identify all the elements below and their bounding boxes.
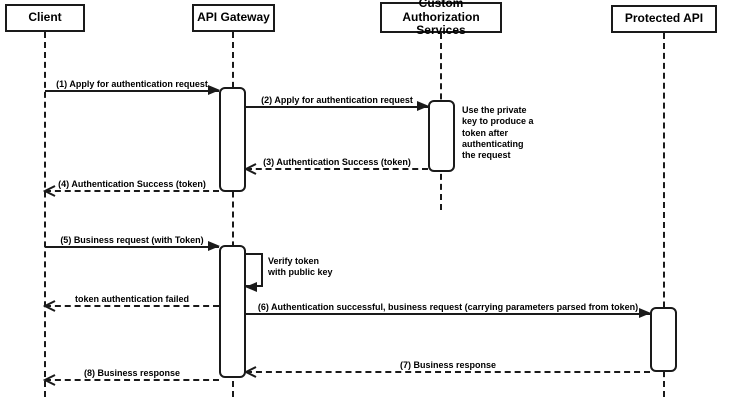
- message-4-authentication-success: (4) Authentication Success (token): [42, 179, 219, 197]
- participant-api-gateway-label: API Gateway: [197, 10, 270, 25]
- message-2-label: (2) Apply for authentication request: [261, 95, 413, 105]
- message-1-apply-authentication: (1) Apply for authentication request: [45, 79, 220, 95]
- arrowhead-left-icon: [243, 365, 258, 379]
- arrowhead-right-icon: [639, 308, 651, 318]
- participant-protected-api: Protected API: [611, 5, 717, 33]
- participant-api-gateway: API Gateway: [192, 4, 275, 32]
- activation-api-gateway-2: [219, 245, 246, 378]
- participant-custom-authorization-services-label: Custom Authorization Services: [402, 0, 480, 38]
- arrowhead-left-icon: [42, 373, 57, 387]
- activation-custom-authorization: [428, 100, 455, 172]
- self-message-verify-token-label: Verify token with public key: [268, 256, 333, 278]
- message-6-label: (6) Authentication successful, business …: [257, 302, 639, 312]
- message-3-label: (3) Authentication Success (token): [263, 157, 411, 167]
- participant-custom-authorization-services: Custom Authorization Services: [380, 0, 502, 37]
- arrowhead-right-icon: [208, 241, 220, 251]
- message-7-business-response: (7) Business response: [243, 360, 650, 378]
- arrowhead-left-icon: [42, 299, 57, 313]
- arrowhead-right-icon: [417, 101, 429, 111]
- note-private-key: Use the private key to produce a token a…: [462, 105, 534, 160]
- participant-client: Client: [5, 4, 85, 32]
- self-message-verify-token: [245, 253, 263, 292]
- message-4-label: (4) Authentication Success (token): [58, 179, 206, 189]
- message-8-business-response: (8) Business response: [42, 368, 219, 386]
- message-6-authentication-successful-business-request: (6) Authentication successful, business …: [246, 302, 651, 318]
- message-8-label: (8) Business response: [83, 368, 181, 378]
- activation-api-gateway-1: [219, 87, 246, 192]
- message-5-business-request: (5) Business request (with Token): [45, 235, 220, 251]
- arrowhead-left-icon: [243, 162, 258, 176]
- message-5-label: (5) Business request (with Token): [60, 235, 204, 245]
- message-7-label: (7) Business response: [399, 360, 497, 370]
- message-1-label: (1) Apply for authentication request: [56, 79, 208, 89]
- activation-protected-api: [650, 307, 677, 372]
- lifeline-api-gateway: [232, 32, 234, 397]
- arrowhead-left-icon: [42, 184, 57, 198]
- participant-client-label: Client: [28, 10, 62, 25]
- message-2-apply-authentication: (2) Apply for authentication request: [246, 95, 429, 111]
- arrowhead-left-icon: [245, 282, 257, 292]
- message-3-authentication-success: (3) Authentication Success (token): [243, 157, 428, 175]
- lifeline-client: [44, 32, 46, 397]
- participant-protected-api-label: Protected API: [624, 11, 704, 26]
- arrowhead-right-icon: [208, 85, 220, 95]
- message-token-failed-label: token authentication failed: [74, 294, 189, 304]
- message-token-authentication-failed: token authentication failed: [42, 294, 219, 312]
- lifeline-protected-api: [663, 33, 665, 397]
